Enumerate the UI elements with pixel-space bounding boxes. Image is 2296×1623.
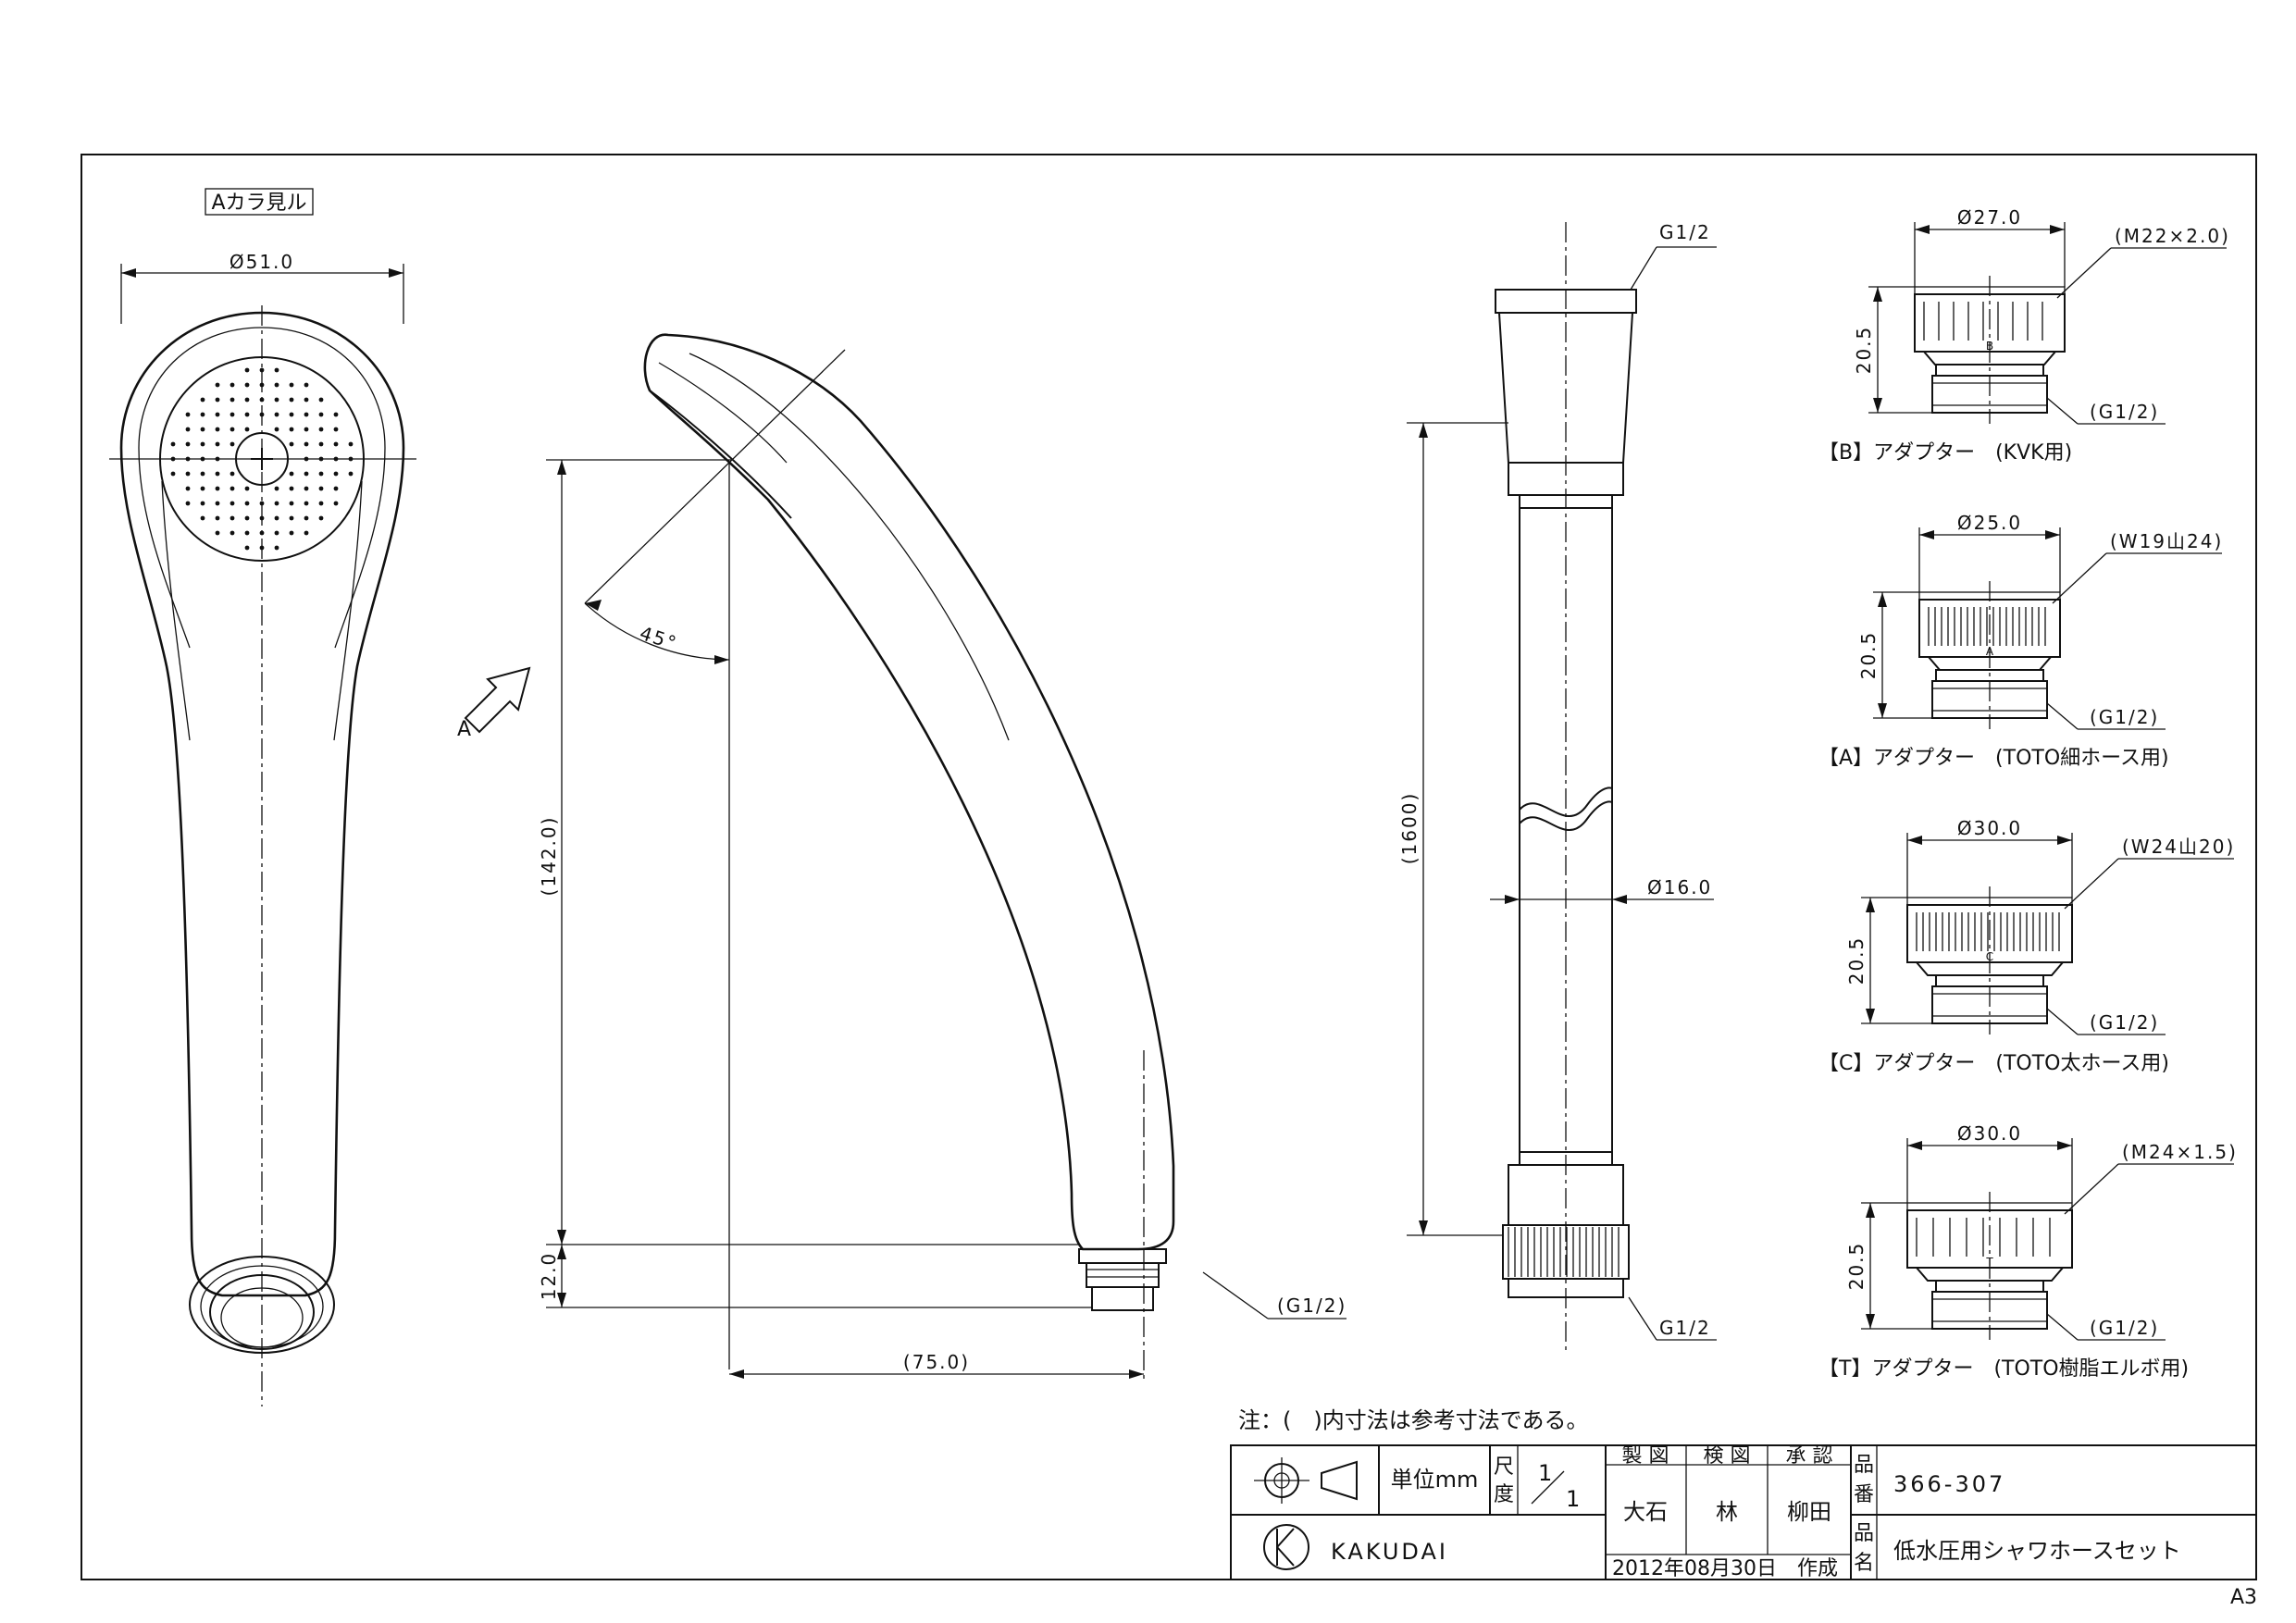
- part-name-label-1: 品: [1854, 1522, 1874, 1545]
- adapter-height: 20.5: [1857, 631, 1880, 680]
- hose-knurl: [1508, 1227, 1620, 1277]
- side-view: A 45° (142.0) 12.0: [457, 333, 1347, 1383]
- checked-header: 検 図: [1704, 1444, 1751, 1468]
- hose-bottom-thread: G1/2: [1659, 1317, 1711, 1339]
- adapter-thread: (W24山20): [2122, 836, 2235, 858]
- projection-symbol-icon: [1254, 1457, 1358, 1504]
- kakudai-logo-icon: KAKUDAI: [1263, 1524, 1448, 1570]
- title-block: 単位mm 尺 度 1 1 製 図 検 図 承 認 大石 林 柳田 2012年08…: [1230, 1444, 2257, 1580]
- sheet-frame: [81, 154, 2257, 1580]
- part-name: 低水圧用シャワホースセット: [1893, 1538, 2181, 1564]
- adapter-caption: 【T】アダプター (TOTO樹脂エルボ用): [1818, 1357, 2189, 1381]
- adapter-diameter: Ø25.0: [1957, 512, 2022, 534]
- hose-length: (1600): [1398, 792, 1421, 865]
- sheet-size: A3: [2230, 1586, 2257, 1609]
- approved-by: 柳田: [1787, 1499, 1831, 1525]
- adapter-diameter: Ø30.0: [1957, 1122, 2022, 1145]
- side-neck: 12.0: [538, 1252, 560, 1301]
- checked-by: 林: [1716, 1499, 1738, 1525]
- side-reach: (75.0): [903, 1351, 970, 1373]
- scale-denominator: 1: [1566, 1486, 1580, 1512]
- created-label: 作成: [1797, 1557, 1838, 1580]
- adapter-caption: 【B】アダプター (KVK用): [1818, 441, 2072, 465]
- part-number-label-1: 品: [1854, 1454, 1874, 1477]
- logo-text: KAKUDAI: [1331, 1539, 1448, 1565]
- part-name-label-2: 名: [1854, 1552, 1874, 1575]
- adapter-caption: 【A】アダプター (TOTO細ホース用): [1818, 747, 2169, 770]
- scale-label-1: 尺: [1494, 1456, 1514, 1479]
- adapter-thread: (M22×2.0): [2115, 225, 2230, 247]
- scale-numerator: 1: [1538, 1460, 1552, 1486]
- side-thread: (G1/2): [1277, 1295, 1347, 1317]
- created-date: 2012年08月30日: [1612, 1557, 1777, 1580]
- adapter-diameter: Ø27.0: [1957, 206, 2022, 229]
- drawn-by: 大石: [1623, 1499, 1668, 1525]
- shower-side-outline: [643, 333, 1175, 1251]
- shower-head-outline: [119, 311, 405, 1297]
- hose-diameter: Ø16.0: [1647, 876, 1712, 898]
- part-number: 366-307: [1893, 1471, 2005, 1497]
- side-connector-nut: [1078, 1248, 1167, 1264]
- adapter-thread: (W19山24): [2110, 530, 2223, 552]
- approved-header: 承 認: [1786, 1444, 1833, 1468]
- front-diameter: Ø51.0: [230, 251, 294, 273]
- adapter-height: 20.5: [1845, 1242, 1868, 1291]
- part-number-label-2: 番: [1854, 1483, 1874, 1506]
- adapter-inlet: (G1/2): [2090, 1317, 2159, 1339]
- adapter-inlet: (G1/2): [2090, 1011, 2159, 1034]
- reference-note: 注：( )内寸法は参考寸法である。: [1238, 1407, 1589, 1433]
- hose-top-thread: G1/2: [1659, 221, 1711, 243]
- adapter-thread: (M24×1.5): [2122, 1141, 2238, 1163]
- side-angle: 45°: [637, 622, 680, 655]
- view-arrow-label: A: [457, 718, 471, 741]
- unit-label: 単位mm: [1391, 1467, 1479, 1493]
- adapter-caption: 【C】アダプター (TOTO太ホース用): [1818, 1052, 2169, 1075]
- hose-view: G1/2 G1/2 (1600) Ø16.0: [1398, 221, 1717, 1351]
- scale-label-2: 度: [1494, 1483, 1514, 1506]
- adapter-inlet: (G1/2): [2090, 401, 2159, 423]
- view-label-box: [205, 188, 314, 216]
- adapter-diameter: Ø30.0: [1957, 817, 2022, 839]
- spray-holes: [170, 367, 354, 551]
- adapter-height: 20.5: [1845, 936, 1868, 985]
- view-arrow-icon: [464, 666, 531, 734]
- drawn-header: 製 図: [1622, 1444, 1669, 1468]
- adapter-inlet: (G1/2): [2090, 706, 2159, 728]
- view-label: Aカラ見ル: [211, 192, 306, 215]
- side-height: (142.0): [538, 816, 560, 897]
- adapter-height: 20.5: [1853, 326, 1875, 375]
- front-view: Aカラ見ル Ø51.0: [109, 188, 416, 1406]
